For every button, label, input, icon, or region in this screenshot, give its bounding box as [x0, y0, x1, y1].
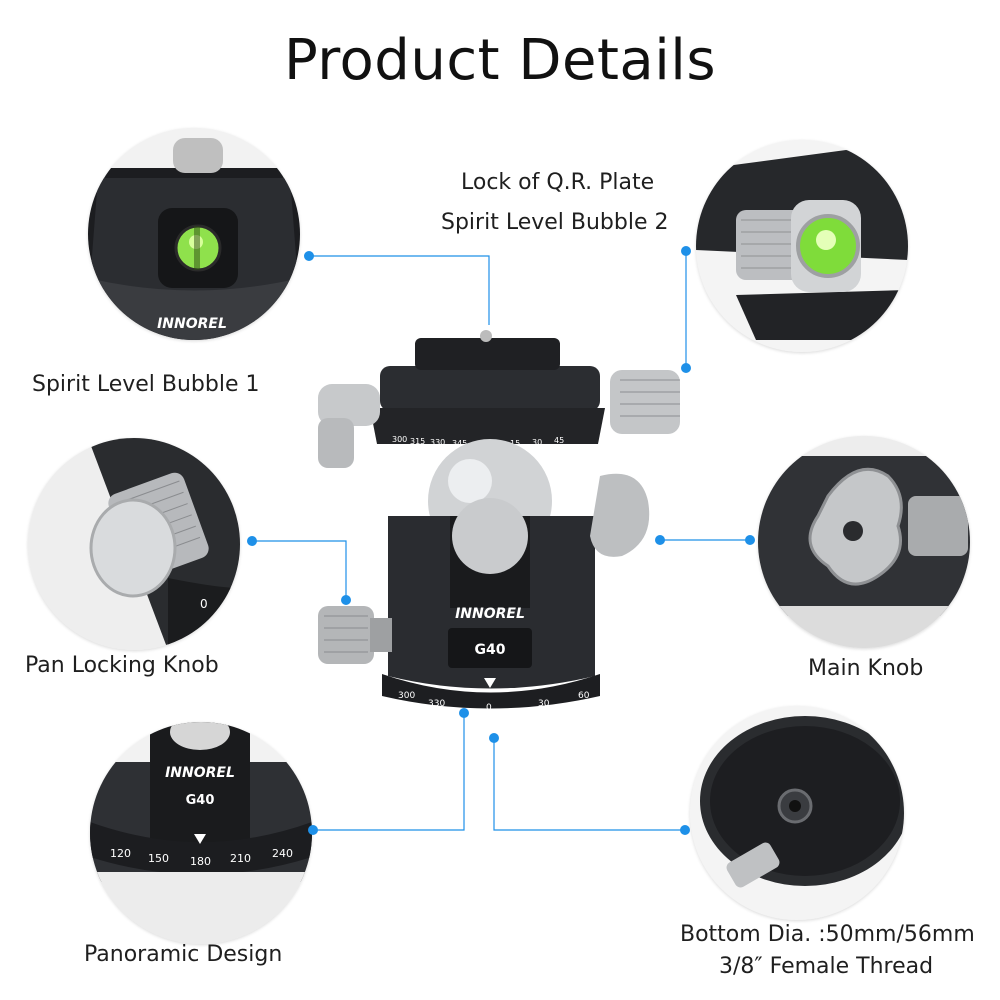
callout-dot [489, 733, 499, 743]
detail-spirit-level-2 [696, 140, 908, 352]
callout-line-bottom [493, 738, 685, 831]
callout-line-panoramic [313, 713, 465, 831]
model-label-2: G40 [186, 793, 215, 808]
callout-dot [680, 825, 690, 835]
top-tick-3: 330 [430, 438, 445, 447]
detail-main-knob [758, 436, 970, 648]
label-bottom-dia: Bottom Dia. :50mm/56mm [680, 922, 975, 947]
pan-tick-4: 210 [230, 852, 251, 865]
base-pointer-icon [484, 678, 496, 688]
callout-dot [681, 246, 691, 256]
label-spirit-level-2: Spirit Level Bubble 2 [441, 210, 669, 235]
pan-knob-illustration: 0 [28, 438, 240, 650]
top-tick-8: 45 [554, 436, 564, 445]
panoramic-illustration: INNOREL G40 120 150 180 210 240 [90, 722, 312, 944]
model-label-main: G40 [475, 642, 506, 658]
label-panoramic-design: Panoramic Design [84, 942, 283, 967]
base-tick-1: 300 [398, 691, 415, 701]
brand-logo-text-2: INNOREL [165, 765, 235, 781]
ball-head-product: 300 315 330 345 0 15 30 45 INNOREL G40 [310, 326, 690, 716]
base-tick-5: 60 [578, 691, 590, 701]
callout-dot [745, 535, 755, 545]
pan-tick-3: 180 [190, 855, 211, 868]
knob-scale-tick: 0 [200, 597, 208, 611]
brand-logo-text-main: INNOREL [455, 606, 525, 622]
top-tick-7: 30 [532, 438, 542, 447]
main-knob-illustration [758, 436, 970, 648]
detail-spirit-level-1: INNOREL [88, 128, 300, 340]
top-tick-2: 315 [410, 437, 425, 446]
base-tick-4: 30 [538, 699, 550, 709]
label-spirit-level-1: Spirit Level Bubble 1 [32, 372, 260, 397]
base-tick-3: 0 [486, 703, 492, 713]
label-main-knob: Main Knob [808, 656, 924, 681]
base-tick-2: 330 [428, 699, 445, 709]
label-lock-plate: Lock of Q.R. Plate [461, 170, 655, 195]
label-female-thread: 3/8″ Female Thread [719, 954, 934, 979]
spirit-level-1-illustration: INNOREL [88, 128, 300, 340]
callout-dot [247, 536, 257, 546]
pan-tick-5: 240 [272, 847, 293, 860]
top-tick-6: 15 [510, 439, 520, 448]
spirit-level-2-illustration [696, 140, 908, 352]
pan-tick-2: 150 [148, 852, 169, 865]
pointer-triangle-icon [194, 834, 206, 844]
detail-pan-locking-knob: 0 [28, 438, 240, 650]
pan-tick-1: 120 [110, 847, 131, 860]
bottom-thread-illustration [690, 706, 904, 920]
top-tick-4: 345 [452, 439, 467, 448]
callout-line-spirit-level-1 [309, 255, 490, 325]
detail-bottom-thread [690, 706, 904, 920]
callout-dot [304, 251, 314, 261]
label-pan-locking-knob: Pan Locking Knob [25, 653, 219, 678]
page-title: Product Details [283, 28, 717, 93]
brand-logo-text: INNOREL [157, 316, 227, 332]
top-tick-1: 300 [392, 435, 407, 444]
detail-panoramic-design: INNOREL G40 120 150 180 210 240 [90, 722, 312, 944]
